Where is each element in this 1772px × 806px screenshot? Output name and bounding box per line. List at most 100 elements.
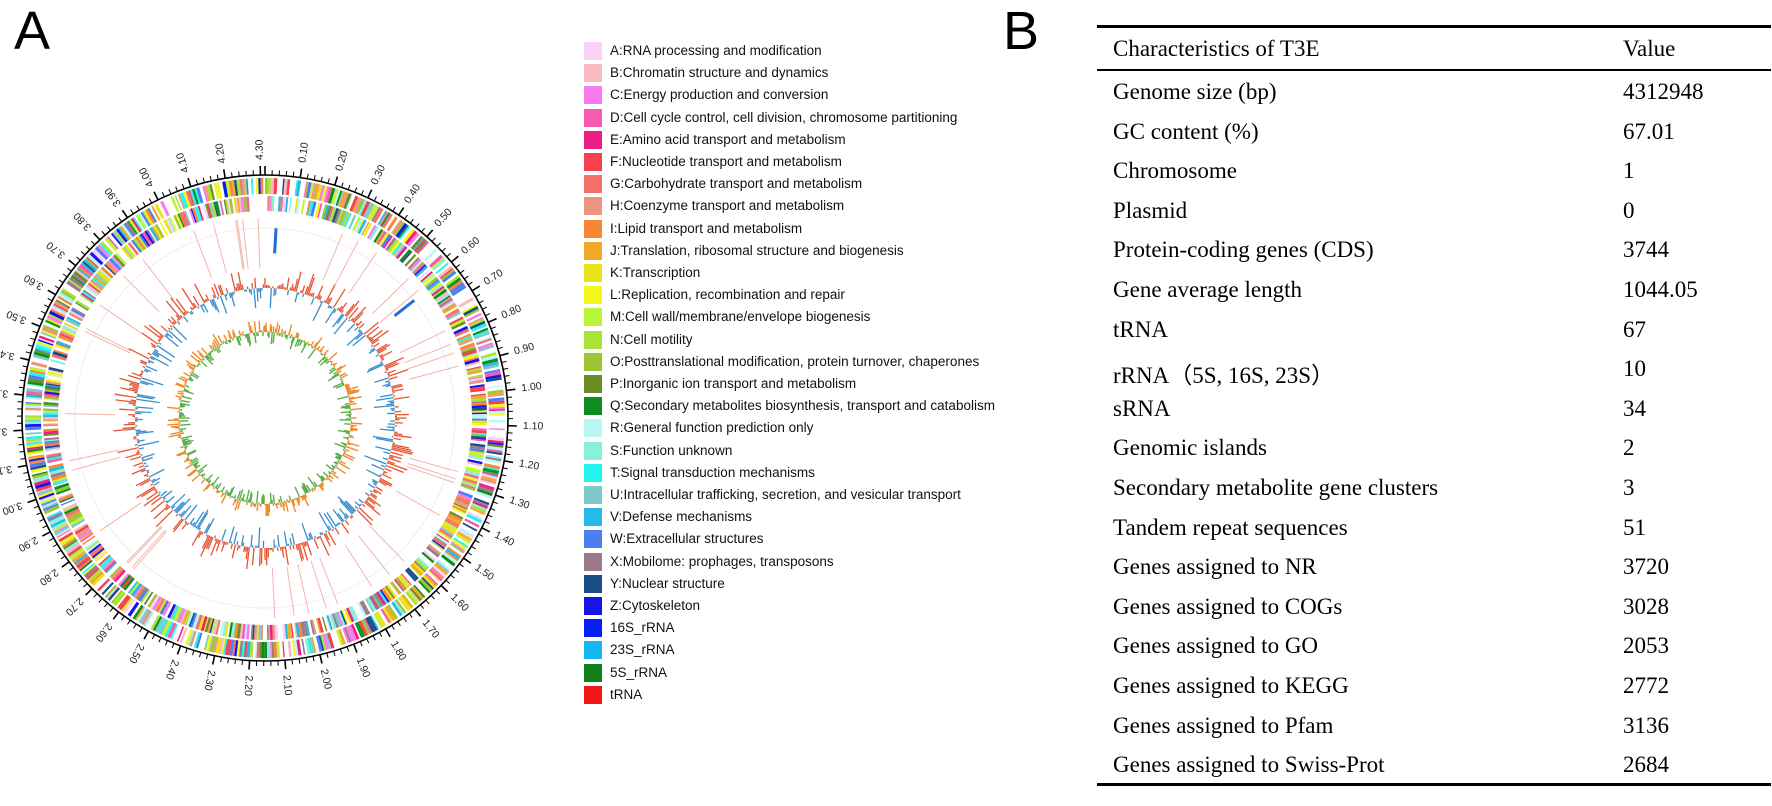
- cog-segment-forward: [350, 623, 360, 640]
- cog-segment-forward: [487, 443, 504, 448]
- cog-segment-reverse: [462, 479, 477, 486]
- cog-segment-reverse: [288, 197, 292, 213]
- cog-segment-reverse: [384, 236, 395, 250]
- cog-segment-forward: [107, 236, 119, 250]
- gc-content-bar: [242, 542, 245, 547]
- cog-segment-forward: [398, 224, 409, 239]
- cog-segment-forward: [231, 180, 236, 197]
- gc-skew-bar: [308, 491, 311, 493]
- cog-segment-reverse: [258, 624, 262, 640]
- gc-content-bar: [324, 532, 330, 541]
- gc-content-bar: [200, 535, 211, 557]
- cog-segment-reverse: [461, 349, 478, 357]
- cog-segment-forward: [463, 520, 479, 530]
- gc-content-bar: [292, 287, 295, 292]
- minor-tick: [209, 176, 212, 182]
- gc-skew-bar: [288, 495, 292, 501]
- gc-skew-bar: [279, 502, 283, 508]
- gc-skew-bar: [347, 441, 360, 447]
- minor-tick: [195, 179, 199, 185]
- gc-skew-bar: [292, 498, 295, 501]
- cog-segment-forward: [115, 228, 128, 243]
- cog-segment-reverse: [45, 384, 61, 389]
- gc-skew-bar: [339, 372, 347, 377]
- cog-segment-reverse: [444, 308, 459, 318]
- gc-content-bar: [165, 503, 169, 507]
- cog-segment-forward: [25, 433, 42, 437]
- cog-segment-forward: [193, 631, 201, 648]
- cog-segment-reverse: [426, 545, 440, 558]
- minor-tick: [366, 638, 370, 644]
- gc-skew-bar: [345, 445, 359, 452]
- gc-skew-bar: [313, 481, 318, 487]
- cog-segment-forward: [127, 601, 140, 617]
- gc-skew-bar: [294, 486, 300, 498]
- cog-segment-reverse: [46, 378, 62, 384]
- cog-segment-forward: [307, 637, 313, 654]
- cog-segment-forward: [283, 178, 288, 196]
- table-cell-characteristic: Genome size (bp): [1113, 79, 1277, 104]
- gc-skew-bar: [256, 491, 259, 504]
- cog-segment-reverse: [371, 227, 382, 242]
- cog-segment-reverse: [234, 197, 239, 213]
- gc-skew-bar: [167, 406, 180, 410]
- cog-segment-reverse: [305, 620, 311, 636]
- cog-segment-forward: [470, 323, 487, 333]
- gc-content-bar: [131, 467, 146, 475]
- cog-segment-reverse: [54, 343, 70, 352]
- gc-content-bar: [363, 321, 379, 335]
- minor-tick: [28, 492, 34, 495]
- gc-skew-bar: [337, 370, 342, 374]
- cog-segment-reverse: [196, 206, 203, 222]
- gc-content-bar: [179, 314, 183, 319]
- legend-swatch: [584, 486, 602, 504]
- cog-segment-reverse: [282, 196, 287, 212]
- legend-label: G:Carbohydrate transport and metabolism: [610, 176, 863, 192]
- gc-skew-bar: [294, 338, 300, 347]
- minor-tick: [386, 203, 390, 208]
- gc-content-bar: [211, 287, 217, 298]
- gc-content-bar: [251, 547, 255, 566]
- gc-skew-bar: [350, 424, 357, 427]
- cog-segment-reverse: [373, 228, 384, 243]
- cog-segment-forward: [85, 257, 99, 270]
- minor-tick: [161, 192, 165, 198]
- cog-segment-reverse: [279, 196, 284, 212]
- legend-label: V:Defense mechanisms: [610, 509, 753, 525]
- gc-content-bar: [327, 297, 333, 305]
- cog-segment-forward: [485, 456, 502, 462]
- gc-skew-bar: [311, 489, 314, 493]
- table-bottom-rule: [1097, 783, 1771, 786]
- gc-skew-bar: [221, 491, 224, 493]
- cog-segment-forward: [25, 426, 42, 431]
- legend-label: W:Extracellular structures: [610, 531, 764, 547]
- cog-segment-reverse: [342, 609, 350, 624]
- minor-tick: [32, 330, 38, 334]
- gc-skew-bar: [183, 458, 190, 463]
- cog-segment-forward: [485, 452, 503, 458]
- gc-skew-bar: [347, 389, 360, 395]
- gc-content-bar: [172, 325, 188, 341]
- cog-segment-reverse: [416, 556, 430, 569]
- gc-skew-bar: [234, 499, 240, 511]
- minor-tick: [73, 572, 79, 577]
- cog-segment-forward: [178, 626, 186, 643]
- gc-content-bar: [184, 504, 198, 521]
- cog-segment-reverse: [392, 580, 404, 593]
- table-cell-value: 1044.05: [1623, 277, 1698, 302]
- gc-content-bar: [373, 488, 382, 495]
- cog-segment-forward: [473, 497, 490, 506]
- cog-segment-reverse: [78, 295, 93, 306]
- cog-segment-reverse: [69, 516, 85, 526]
- gc-skew-bar: [336, 464, 339, 467]
- cog-segment-forward: [303, 181, 309, 198]
- cog-segment-reverse: [43, 400, 59, 403]
- cog-segment-reverse: [228, 622, 233, 638]
- gc-skew-bar: [272, 332, 276, 344]
- cog-segment-reverse: [46, 454, 62, 459]
- cog-segment-reverse: [43, 410, 59, 414]
- cog-segment-reverse: [123, 577, 135, 591]
- legend-label: 23S_rRNA: [610, 642, 675, 658]
- gc-content-bar: [384, 361, 398, 369]
